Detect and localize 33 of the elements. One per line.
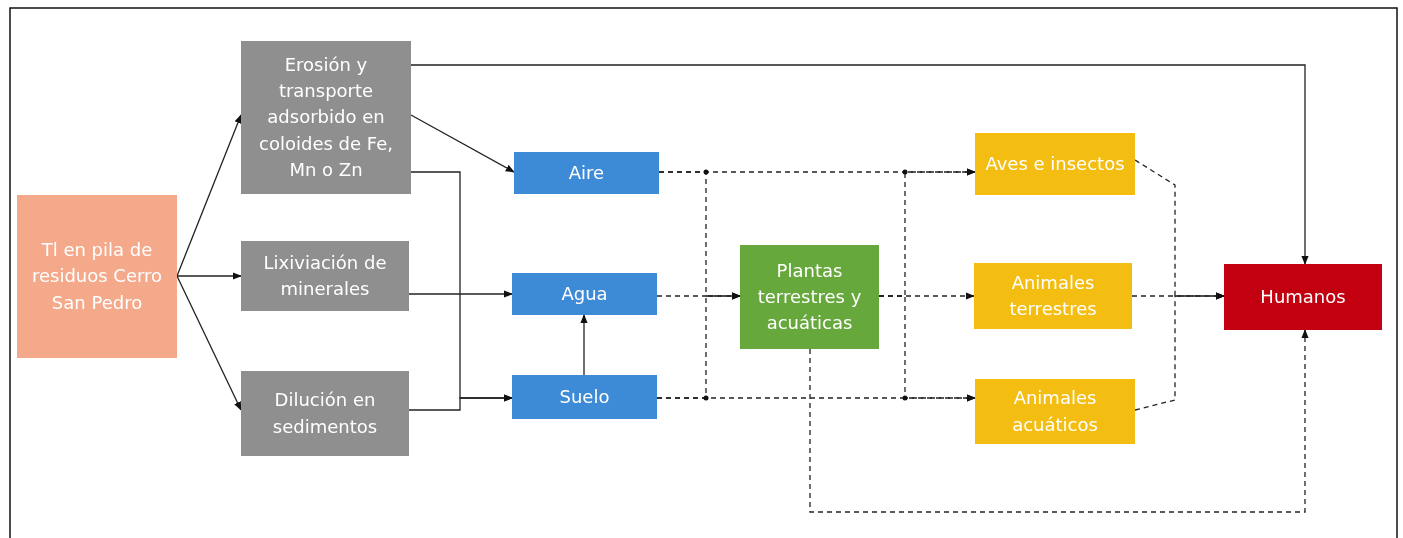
dashed-arrow <box>809 329 1309 513</box>
node-label: Aire <box>568 160 605 185</box>
node-label: Tl en pila de residuos Cerro San Pedro <box>30 238 164 315</box>
node-label: Animales acuáticos <box>1011 386 1099 437</box>
node-label: Humanos <box>1260 284 1346 309</box>
node-label: Aves e insectos <box>985 151 1125 176</box>
receptor-box <box>1224 264 1382 330</box>
node-label: Lixiviación de minerales <box>262 250 388 301</box>
node-label: Erosión y transporte adsorbido en coloides de Fe, Mn o Zn <box>258 53 394 182</box>
arrow <box>410 64 1309 265</box>
process-box <box>241 41 411 194</box>
arrow <box>408 290 513 298</box>
node-label: Dilución en sedimentos <box>271 388 379 439</box>
process-box <box>241 371 409 456</box>
arrow <box>410 114 515 173</box>
medium-box <box>514 152 659 194</box>
dashed-arrow <box>1134 292 1225 411</box>
organism-box <box>975 379 1135 444</box>
node-label: Agua <box>561 281 608 306</box>
dashed-arrow <box>878 295 976 402</box>
source-box <box>17 195 177 358</box>
medium-box <box>512 375 657 419</box>
organism-box <box>974 263 1132 329</box>
organism-box <box>975 133 1135 195</box>
node-label: Plantas terrestres y acuáticas <box>756 258 863 336</box>
arrow <box>176 272 242 280</box>
node-label: Animales terrestres <box>1008 270 1098 321</box>
arrow <box>408 394 513 411</box>
organism-box <box>740 245 879 349</box>
medium-box <box>512 273 657 315</box>
arrow <box>580 314 588 376</box>
process-box <box>241 241 409 311</box>
node-label: Suelo <box>559 384 610 409</box>
